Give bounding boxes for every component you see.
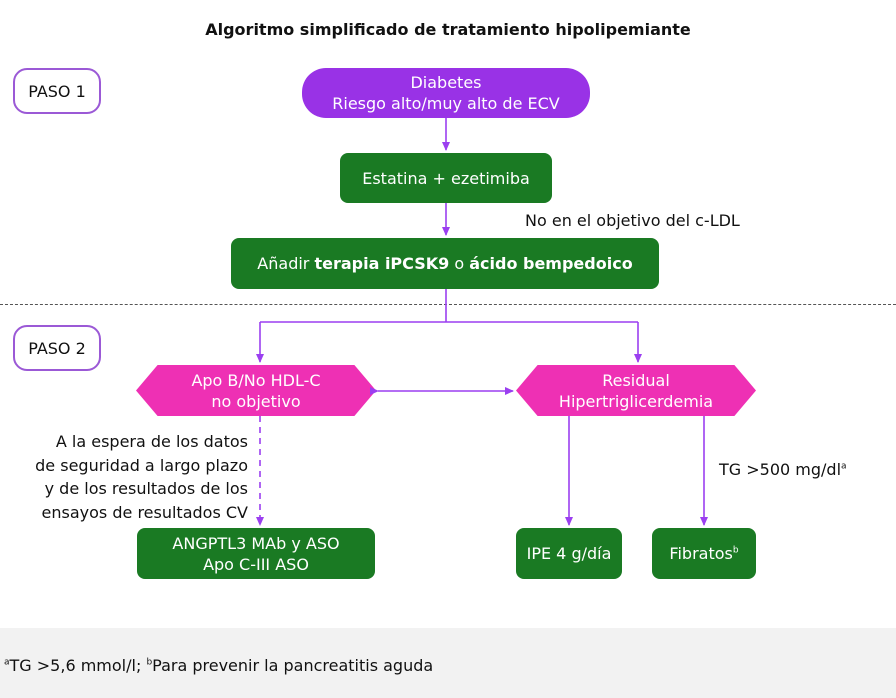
ldl-target-note: No en el objetivo del c-LDL bbox=[525, 211, 740, 230]
fibratos-node-label: Fibratosb bbox=[669, 544, 739, 563]
step-separator-line bbox=[0, 304, 896, 305]
add-therapy-label: Añadir terapia iPCSK9 o ácido bempedoico bbox=[257, 254, 633, 273]
add-therapy-node: Añadir terapia iPCSK9 o ácido bempedoico bbox=[231, 238, 659, 289]
estatina-ezetimiba-node: Estatina + ezetimiba bbox=[340, 153, 552, 203]
ipe-node-label: IPE 4 g/día bbox=[526, 544, 612, 563]
angptl3-node-line1: ANGPTL3 MAb y ASO bbox=[172, 533, 340, 553]
residual-node-line2: Hipertriglicerdemia bbox=[558, 391, 714, 411]
awaiting-note-line: de seguridad a largo plazo bbox=[35, 455, 248, 475]
apob-node-line1: Apo B/No HDL-C bbox=[191, 370, 321, 390]
awaiting-data-note: A la espera de los datos de seguridad a … bbox=[10, 430, 248, 524]
apob-node-line2: no objetivo bbox=[211, 391, 301, 411]
awaiting-note-line: ensayos de resultados CV bbox=[41, 502, 248, 522]
apob-not-target-node: Apo B/No HDL-C no objetivo bbox=[136, 365, 376, 416]
step-2-label: PASO 2 bbox=[13, 325, 101, 371]
angptl3-node-line2: Apo C-III ASO bbox=[203, 554, 309, 574]
footnote-text: aTG >5,6 mmol/l; bPara prevenir la pancr… bbox=[4, 656, 434, 675]
tg-threshold-note: TG >500 mg/dla bbox=[719, 460, 847, 479]
awaiting-note-line: A la espera de los datos bbox=[55, 432, 248, 451]
step-1-label: PASO 1 bbox=[13, 68, 101, 114]
ipe-node: IPE 4 g/día bbox=[516, 528, 622, 579]
diagram-title: Algoritmo simplificado de tratamiento hi… bbox=[205, 20, 691, 39]
fibratos-node: Fibratosb bbox=[652, 528, 756, 579]
diabetes-node-line2: Riesgo alto/muy alto de ECV bbox=[332, 94, 560, 113]
diabetes-node-line1: Diabetes bbox=[410, 73, 482, 92]
estatina-node-label: Estatina + ezetimiba bbox=[362, 168, 530, 188]
residual-node-line1: Residual bbox=[602, 370, 670, 390]
awaiting-note-line: y de los resultados de los bbox=[44, 479, 248, 498]
footnote-bar: aTG >5,6 mmol/l; bPara prevenir la pancr… bbox=[0, 628, 896, 698]
angptl3-apoc3-node: ANGPTL3 MAb y ASO Apo C-III ASO bbox=[137, 528, 375, 579]
diabetes-risk-node: Diabetes Riesgo alto/muy alto de ECV bbox=[302, 68, 590, 118]
residual-hypertriglyceridemia-node: Residual Hipertriglicerdemia bbox=[516, 365, 756, 416]
